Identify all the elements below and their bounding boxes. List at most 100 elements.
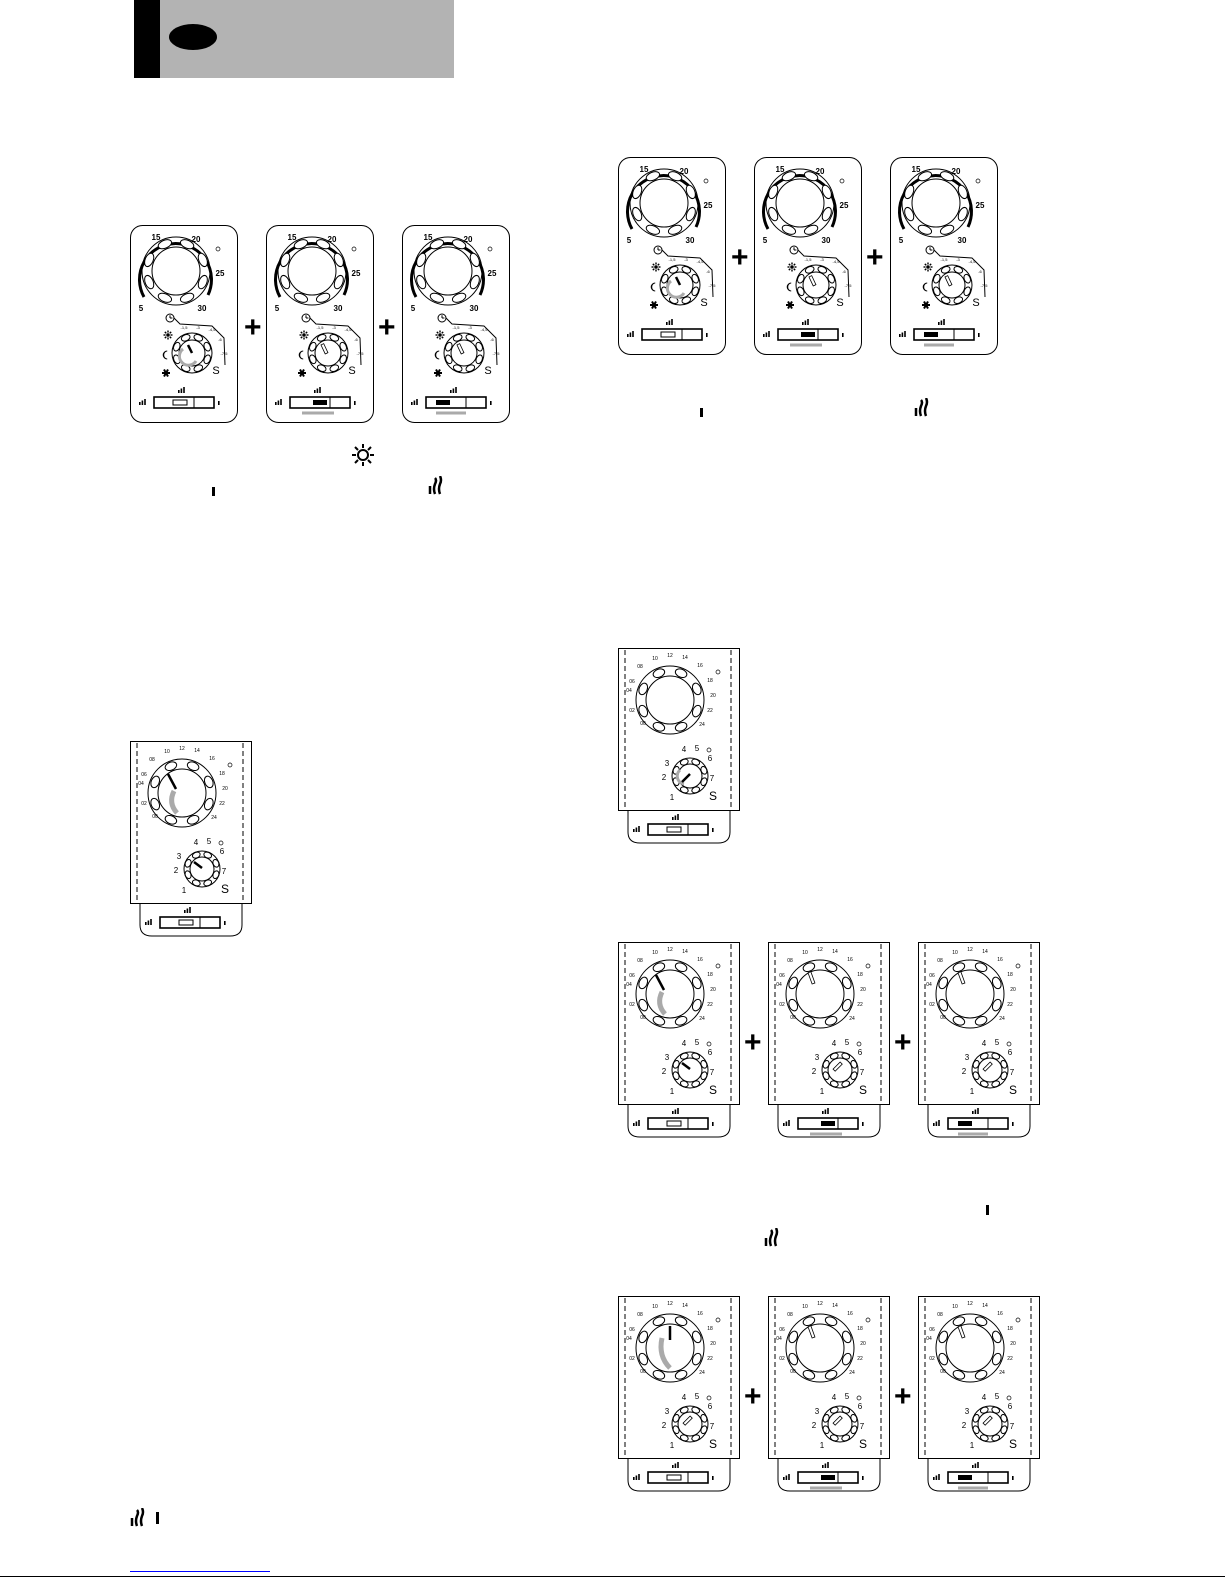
plus-sign: + [866,241,884,274]
mode-pointer [456,343,465,355]
mode-s-label: S [972,297,979,309]
hour-label: 10 [652,1304,658,1310]
power-switch[interactable] [899,319,980,347]
hour-label: 14 [832,1303,838,1309]
offset-label: -6 [842,269,846,274]
rotate-arrow [665,279,686,299]
indicator-light [227,762,233,768]
day-label: 7 [1010,1422,1015,1431]
power-switch[interactable] [633,1462,714,1484]
offset-label: -7,5 [357,351,365,356]
hour-label: 02 [779,1002,785,1008]
hour-label: 16 [697,663,703,669]
power-switch[interactable] [783,1108,864,1136]
power-switch[interactable] [275,387,356,415]
day-label: 6 [708,754,713,763]
hour-label: 04 [626,982,632,988]
full-power-icon [914,398,929,417]
day-label: 4 [682,745,687,754]
power-switch[interactable] [627,319,708,341]
day-pointer [682,1415,693,1426]
hour-pointer [957,1325,966,1339]
offset-label: -3 [956,257,960,262]
heat-level-icon [672,814,679,820]
hour-label: 24 [699,722,705,728]
indicator-light [1006,1041,1012,1047]
indicator-light [706,1041,712,1047]
max-heat-icon [899,331,906,337]
day-label: 6 [1008,1048,1013,1057]
offset-label: -4,5 [969,259,977,264]
hour-label: 16 [847,1311,853,1317]
comfort-sun-icon [923,262,933,272]
mode-s-label: S [221,882,229,896]
power-switch[interactable] [633,1108,714,1130]
hour-label: 22 [857,1002,863,1008]
offset-label: -4,5 [833,259,841,264]
day-label: 2 [662,773,667,782]
temp-label-30: 30 [198,304,207,313]
min-heat-icon [712,828,714,832]
power-switch[interactable] [411,387,492,415]
mode-pointer [944,275,953,287]
hour-label: 04 [626,1336,632,1342]
day-label: 2 [174,866,179,875]
mode-s-label: S [348,365,355,377]
power-switch[interactable] [145,907,226,929]
temp-label-5: 5 [627,236,632,245]
footer-link-underline[interactable] [130,1571,270,1572]
hour-label: 02 [779,1356,785,1362]
hour-label: 24 [211,815,217,821]
hour-label: 02 [629,1356,635,1362]
indicator-light [715,669,721,675]
hour-label: 02 [929,1002,935,1008]
min-heat-icon [354,401,356,405]
clock-icon [925,245,935,255]
temp-label-5: 5 [411,304,416,313]
day-label: 7 [860,1422,865,1431]
temp-label-25: 25 [488,269,497,278]
power-switch[interactable] [139,387,220,409]
temp-label-25: 25 [704,201,713,210]
day-pointer [982,1061,993,1072]
min-heat-icon [224,921,226,925]
temp-label-30: 30 [334,304,343,313]
hour-label: 08 [937,958,943,964]
full-power-icon [428,476,443,495]
power-switch[interactable] [783,1462,864,1490]
hour-label: 12 [967,947,973,953]
power-switch[interactable] [633,814,714,836]
rotate-arrow [177,347,198,367]
hour-label: 18 [219,771,225,777]
temp-label-5: 5 [275,304,280,313]
min-heat-icon [218,401,220,405]
comfort-sun-icon [787,262,797,272]
hour-label: 20 [860,987,866,993]
power-switch[interactable] [933,1462,1014,1490]
min-heat-icon [706,333,708,337]
hour-label: 12 [667,653,673,659]
temp-label-20: 20 [680,167,689,176]
day-label: 2 [962,1067,967,1076]
hour-label: 02 [629,708,635,714]
offset-label: -3 [468,325,472,330]
indicator-light [703,178,709,184]
comfort-sun-icon [163,330,173,340]
max-heat-icon [933,1474,940,1480]
offset-label: -4,5 [697,259,705,264]
power-switch[interactable] [763,319,844,347]
comfort-sun-icon [651,262,661,272]
day-label: 1 [670,1441,675,1450]
hour-label: 08 [149,757,155,763]
hour-label: 08 [637,958,643,964]
hour-label: 18 [857,1326,863,1332]
frost-snowflake-icon [922,301,930,309]
day-label: 3 [965,1053,970,1062]
power-switch[interactable] [933,1108,1014,1136]
min-heat-icon [1012,1122,1014,1126]
hour-label: 08 [937,1312,943,1318]
